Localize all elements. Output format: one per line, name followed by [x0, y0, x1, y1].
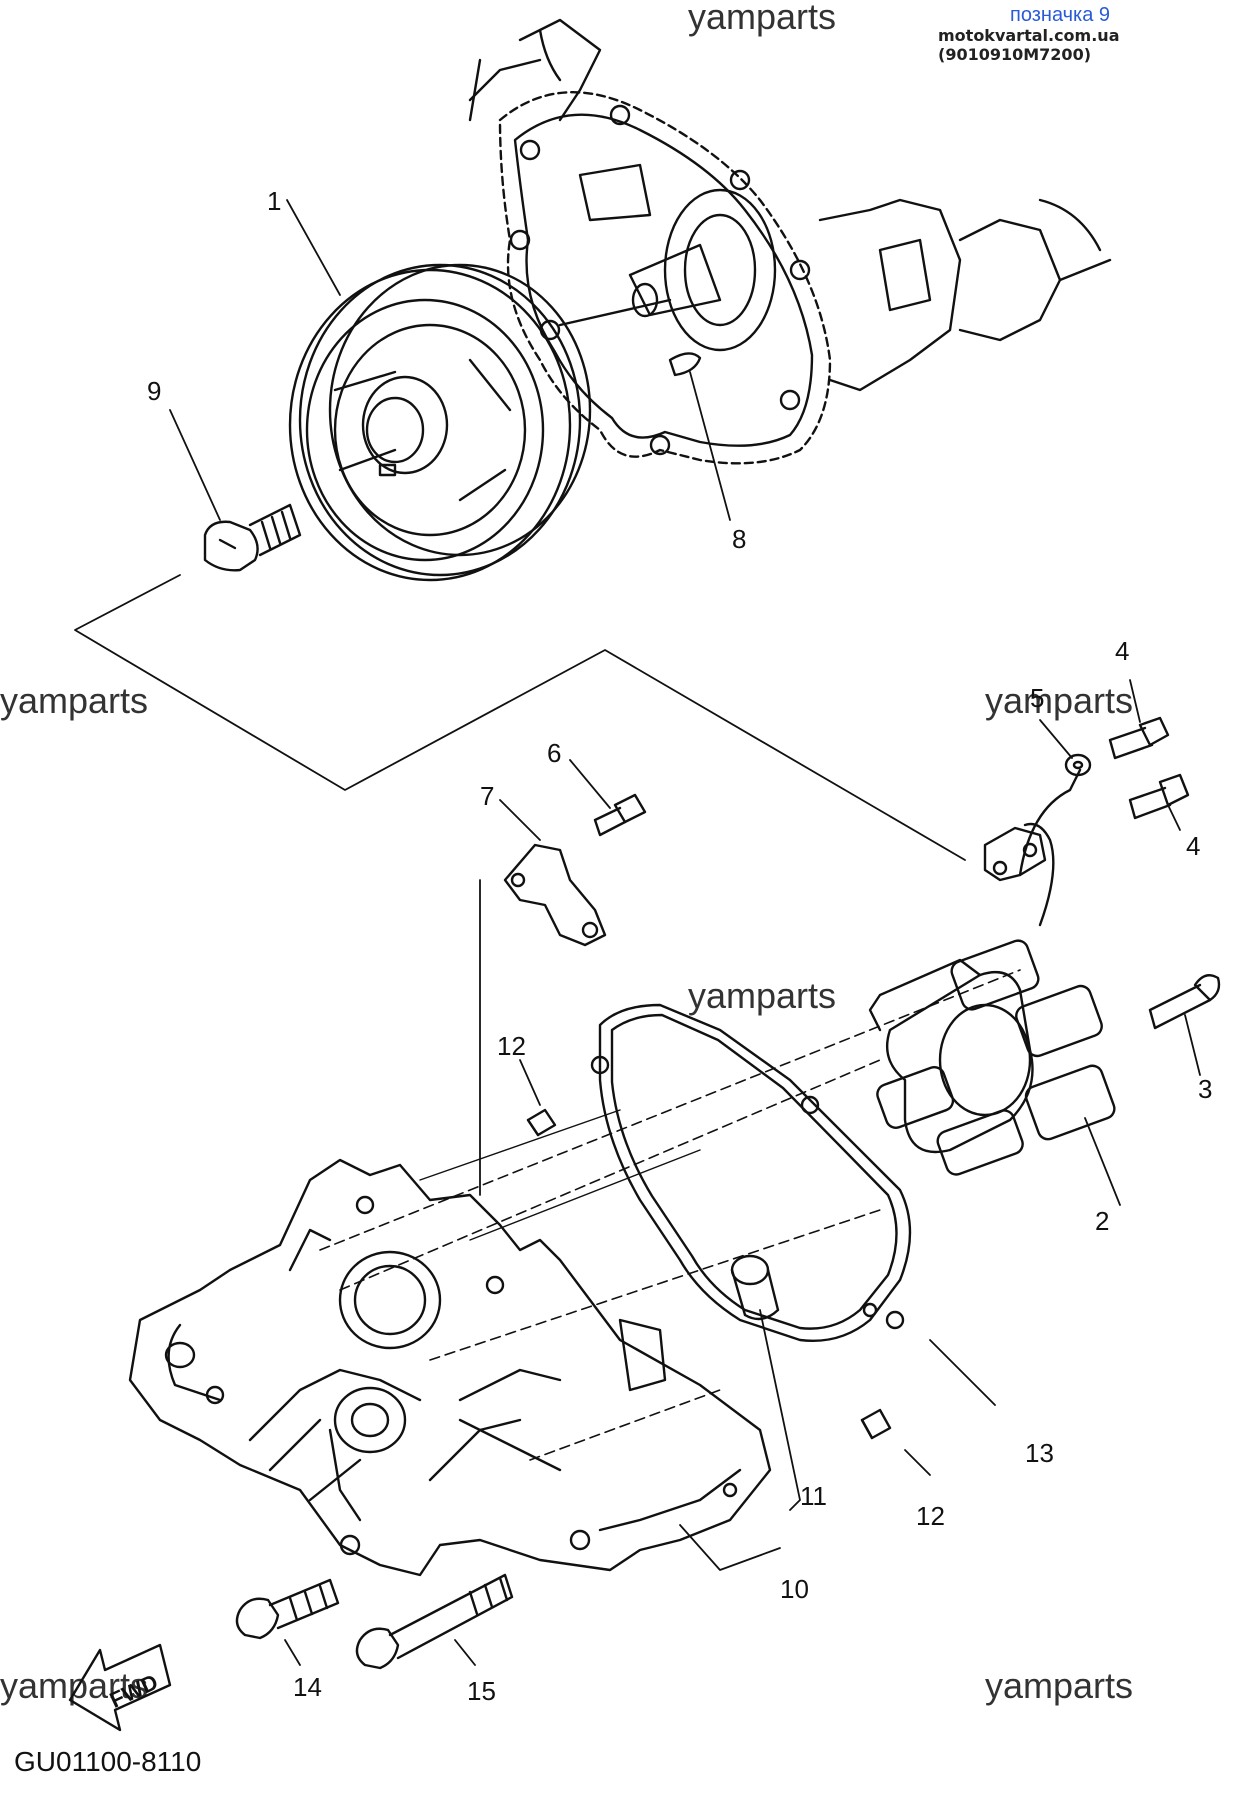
dowel-pin-upper-drawing: [526, 1108, 557, 1137]
pickup-bolt-lower-drawing: [1128, 773, 1190, 820]
callout-7: 7: [480, 781, 494, 811]
callout-10: 10: [780, 1574, 809, 1604]
fwd-label: FWD: [106, 1669, 162, 1713]
cover-bolt-long-drawing: [355, 1573, 514, 1670]
header-title: позначка 9: [1010, 4, 1111, 26]
dowel-pin-lower-drawing: [860, 1408, 892, 1440]
stator-bolt-drawing: [1148, 974, 1221, 1030]
pickup-bolt-upper-drawing: [1108, 716, 1170, 760]
callout-12-upper: 12: [497, 1031, 526, 1061]
callout-4-lower: 4: [1186, 831, 1200, 861]
pickup-coil-drawing: [983, 768, 1082, 882]
wire-clamp-drawing: [503, 843, 607, 947]
cover-bolt-short-drawing: [235, 1578, 340, 1640]
watermark: yamparts: [0, 1665, 149, 1706]
washer-drawing: [1064, 753, 1092, 777]
callout-3: 3: [1198, 1074, 1212, 1104]
callout-11: 11: [800, 1481, 827, 1511]
callout-9: 9: [147, 376, 161, 406]
callout-14: 14: [293, 1672, 322, 1702]
callout-5: 5: [1030, 683, 1044, 713]
rotor-bolt-drawing: [203, 503, 302, 572]
callout-13: 13: [1025, 1438, 1054, 1468]
callout-12-lower: 12: [916, 1501, 945, 1531]
clamp-screw-drawing: [593, 793, 647, 837]
bushing-drawing: [730, 1254, 780, 1321]
callout-6: 6: [547, 738, 561, 768]
woodruff-key-drawing: [668, 352, 702, 377]
callout-8: 8: [732, 524, 746, 554]
header-subtitle: motokvartal.com.ua (9010910M7200): [938, 26, 1120, 64]
diagram-code: GU01100-8110: [14, 1746, 202, 1777]
watermark: yamparts: [688, 975, 837, 1016]
crankcase-drawing: [468, 18, 1112, 465]
callout-2: 2: [1095, 1206, 1109, 1236]
cover-gasket-drawing: [598, 1003, 912, 1342]
callout-15: 15: [467, 1676, 496, 1706]
watermark: yamparts: [0, 680, 149, 721]
fwd-arrow-icon: [68, 1643, 172, 1732]
callout-4-upper: 4: [1115, 636, 1129, 666]
crankcase-cover-drawing: [128, 1158, 772, 1577]
watermark: yamparts: [688, 0, 837, 37]
watermark: yamparts: [985, 680, 1134, 721]
watermark: yamparts: [985, 1665, 1134, 1706]
flywheel-rotor-drawing: [288, 263, 672, 582]
callout-1: 1: [267, 186, 281, 216]
